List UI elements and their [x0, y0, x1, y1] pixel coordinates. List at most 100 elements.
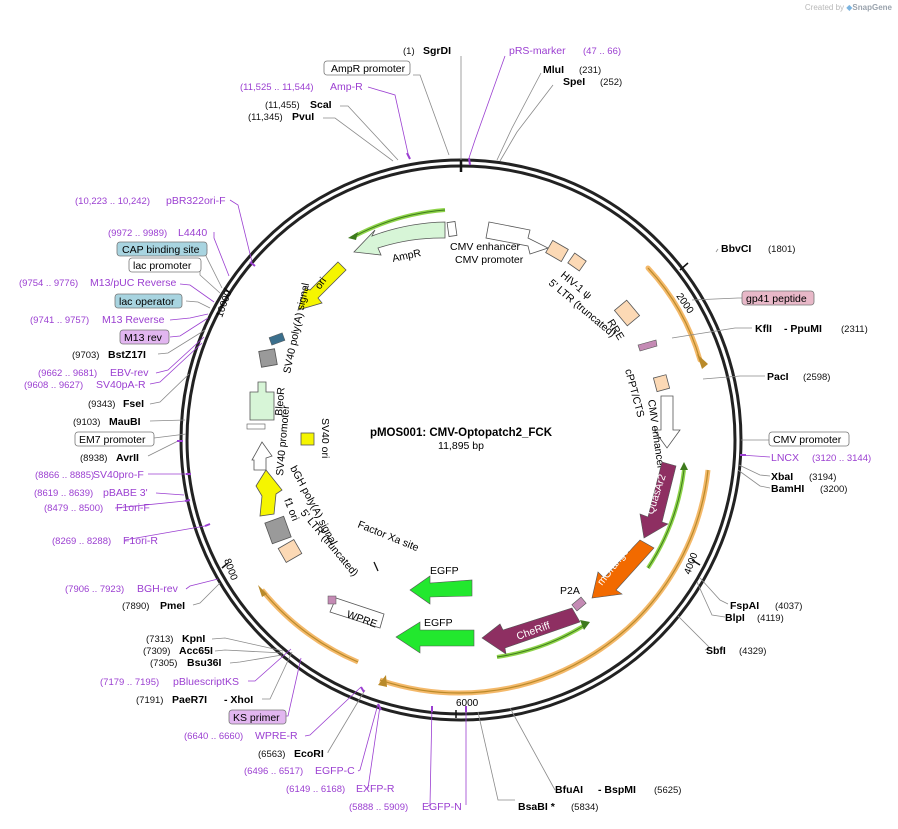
ampr-promoter-mark: [446, 221, 458, 237]
egfp1-label: EGFP: [430, 565, 459, 577]
paci-pos: (2598): [803, 372, 830, 383]
f1orir-pos: (8269 .. 8288): [52, 536, 111, 547]
orange-track-bottom-line: [379, 469, 709, 694]
exfpr-label: EXFP-R: [356, 783, 395, 795]
paer7i-label: PaeR7I: [172, 694, 207, 706]
kpni-pos: (7313): [146, 634, 173, 645]
lac-promoter-box: [128, 257, 202, 273]
bgh-box: [264, 515, 292, 545]
exfpr-pos: (6149 .. 6168): [286, 784, 345, 795]
prs-marker-label: pRS-marker: [509, 45, 566, 57]
cmv-enhancer2-arrow: [653, 395, 681, 449]
f1orif-pos: (8479 .. 8500): [44, 503, 103, 514]
egfp1-arrow: [409, 575, 473, 605]
lncx-pos: (3120 .. 3144): [812, 453, 871, 464]
plasmid-size: 11,895 bp: [438, 440, 484, 452]
plasmid-name: pMOS001: CMV-Optopatch2_FCK: [370, 427, 553, 439]
bsabi-pos: (5834): [571, 802, 598, 813]
pmei-pos: (7890): [122, 601, 149, 612]
ori-arrow: [297, 261, 347, 311]
l4440-pos: (9972 .. 9989): [108, 228, 167, 239]
factor-xa-label: Factor Xa site: [356, 519, 421, 554]
wprer-pos: (6640 .. 6660): [184, 731, 243, 742]
sv40pa-box: [258, 348, 278, 368]
bbvci-pos: (1801): [768, 244, 795, 255]
blpi-pos: (4119): [757, 613, 784, 624]
xbai-pos: (3194): [809, 472, 836, 483]
f1orif-label: F1ori-F: [116, 502, 150, 514]
cap-site-box: [116, 241, 208, 257]
ampr-promoter-box: [323, 60, 411, 76]
orange-track-right-line: [647, 267, 701, 361]
em7-promoter-box: [74, 431, 155, 447]
ebvrev-label: EBV-rev: [110, 367, 149, 379]
sv40prof-label: SV40pro-F: [93, 469, 144, 481]
l4440-label: L4440: [178, 227, 207, 239]
bsabi-label: BsaBI *: [518, 801, 556, 813]
m13rev-box: [119, 329, 170, 345]
egfpc-pos: (6496 .. 6517): [244, 766, 303, 777]
bsu36i-pos: (7305): [150, 658, 177, 669]
m13puc-label: M13/pUC Reverse: [90, 277, 177, 289]
pvui-pos: (11,345): [248, 112, 283, 123]
lac-operator-text: lac operator: [119, 296, 175, 308]
f1orir-label: F1ori-R: [123, 535, 158, 547]
egfpn-label: EGFP-N: [422, 801, 462, 813]
ampr-label: AmpR: [391, 247, 422, 265]
acc65i-pos: (7309): [143, 646, 170, 657]
acc65i-label: Acc65I: [179, 645, 213, 657]
ks-primer-box: [228, 709, 287, 725]
ks-mark: [327, 595, 337, 605]
morange2-arrow: [591, 539, 655, 599]
cppt-box: [652, 374, 671, 393]
f1ori-arrow: [255, 469, 283, 517]
pmei-label: PmeI: [160, 600, 185, 612]
p2a-label: P2A: [560, 585, 580, 597]
bstz17i-label: BstZ17I: [108, 349, 146, 361]
mlui-pos: (231): [579, 65, 601, 76]
maubi-pos: (9103): [73, 417, 100, 428]
scai-label: ScaI: [310, 99, 332, 111]
maubi-label: MauBI: [109, 416, 141, 428]
fspai-pos: (4037): [775, 601, 802, 612]
lac-cluster: [268, 332, 286, 346]
pbabe-pos: (8619 .. 8639): [34, 488, 93, 499]
orange-track-left-line: [261, 589, 359, 663]
tick-6000: 6000: [456, 698, 479, 709]
ampr-primer-label: Amp-R: [330, 81, 363, 93]
leader-lines: [114, 55, 771, 807]
egfp2-arrow: [395, 621, 475, 654]
xhoi-label: - XhoI: [224, 694, 253, 706]
fsei-pos: (9343): [88, 399, 115, 410]
wprer-label: WPRE-R: [255, 730, 298, 742]
wpre-arrow: [329, 597, 385, 629]
sv40ori-label: SV40 ori: [319, 418, 331, 458]
paci-label: PacI: [767, 371, 789, 383]
hiv-psi-box: [567, 252, 587, 272]
gp41-box: [741, 290, 815, 306]
ori-label: ori: [313, 275, 330, 291]
cmv-promoter-box: [768, 431, 850, 447]
xbai-label: XbaI: [771, 471, 793, 483]
ecori-label: EcoRI: [294, 748, 324, 760]
ks-primer-text: KS primer: [233, 712, 280, 724]
factor-xa-mark: [373, 561, 379, 572]
cmv-enhancer-arrow: [485, 221, 550, 255]
sv40par-pos: (9608 .. 9627): [24, 380, 83, 391]
ampr-promoter-text: AmpR promoter: [331, 63, 406, 75]
ltr5b-box: [277, 539, 303, 563]
ampr-arrow: [353, 221, 446, 256]
lac-promoter-text: lac promoter: [133, 260, 192, 272]
green-track-top-arrow: [348, 232, 358, 240]
fsei-label: FseI: [123, 398, 144, 410]
cmv-enhancer-label: CMV enhancer: [450, 241, 521, 253]
cppt-label: cPPT/CTS: [622, 368, 646, 419]
pbluescriptks-label: pBluescriptKS: [173, 676, 239, 688]
cmv-promoter-label: CMV promoter: [455, 254, 524, 266]
green-track-right-arrow: [680, 462, 688, 470]
paer7i-pos: (7191): [136, 695, 163, 706]
tick-10000-mark: [223, 287, 231, 294]
sbfi-label: SbfI: [706, 645, 726, 657]
green-track-bottom-line: [496, 624, 586, 658]
m13puc-pos: (9754 .. 9776): [19, 278, 78, 289]
